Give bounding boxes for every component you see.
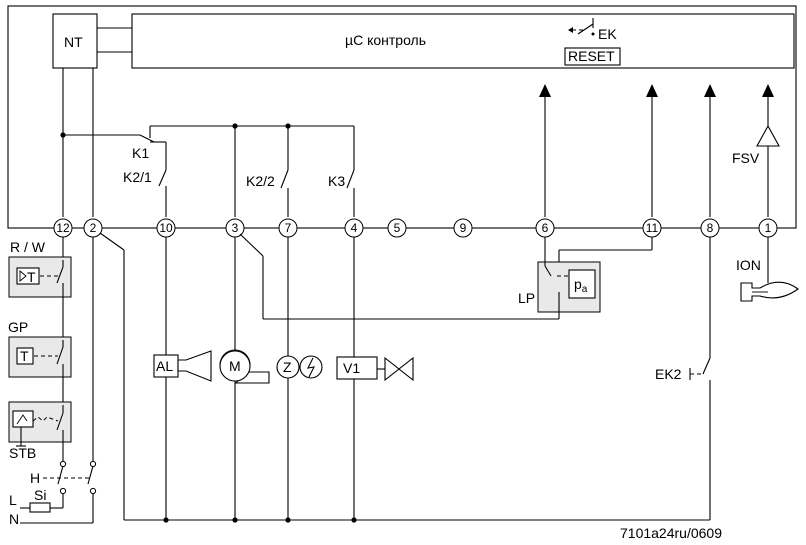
svg-text:5: 5 <box>394 221 401 235</box>
terminal-1: 1 <box>758 218 778 238</box>
ion-label: ION <box>736 257 761 273</box>
reset-box <box>564 47 621 66</box>
ek-switch: EK <box>568 18 617 42</box>
drawing-code: 7101a24ru/0609 <box>620 525 722 541</box>
svg-text:12: 12 <box>56 221 70 235</box>
svg-text:3: 3 <box>232 221 239 235</box>
fsv-label: FSV <box>732 150 760 166</box>
k3-label: K3 <box>328 173 345 189</box>
terminal-3: 3 <box>225 218 245 238</box>
svg-text:2: 2 <box>90 221 97 235</box>
k2-1-label: K2/1 <box>123 169 152 185</box>
pa-box <box>568 269 596 299</box>
gp-label: GP <box>8 319 28 335</box>
m-label: M <box>229 358 241 374</box>
svg-text:10: 10 <box>159 221 173 235</box>
nt-block <box>52 13 98 69</box>
terminal-9: 9 <box>453 218 473 238</box>
terminal-10: 10 <box>156 218 176 238</box>
l-label: L <box>9 492 17 508</box>
reset-label: RESET <box>568 48 615 64</box>
svg-text:6: 6 <box>542 221 549 235</box>
svg-text:9: 9 <box>460 221 467 235</box>
rw-t-label: T <box>27 269 36 285</box>
v1-valve <box>336 356 378 380</box>
ek2-label: EK2 <box>655 366 682 382</box>
h-label: H <box>30 470 40 486</box>
svg-text:8: 8 <box>707 221 714 235</box>
terminal-7: 7 <box>278 218 298 238</box>
n-label: N <box>9 511 19 527</box>
terminal-12: 12 <box>53 218 73 238</box>
terminal-8: 8 <box>700 218 720 238</box>
terminal-11: 11 <box>642 218 662 238</box>
terminal-4: 4 <box>344 218 364 238</box>
svg-text:11: 11 <box>646 221 659 235</box>
svg-text:4: 4 <box>351 221 358 235</box>
v1-label: V1 <box>343 360 360 376</box>
terminal-2: 2 <box>83 218 103 238</box>
si-label: Si <box>34 487 46 503</box>
pa-label: pa <box>574 276 588 295</box>
lp-label: LP <box>518 290 535 306</box>
z-label: Z <box>283 359 292 375</box>
svg-text:7: 7 <box>285 221 292 235</box>
svg-text:1: 1 <box>765 221 772 235</box>
nt-label: NT <box>64 34 83 50</box>
terminal-5: 5 <box>387 218 407 238</box>
rw-label: R / W <box>10 239 46 255</box>
controller-label: µC контроль <box>345 32 426 48</box>
terminal-6: 6 <box>535 218 555 238</box>
al-label: AL <box>156 358 173 374</box>
controller-block <box>131 13 795 69</box>
ek-label: EK <box>598 26 617 42</box>
stb-label: STB <box>9 445 36 461</box>
valve-icon <box>384 356 400 382</box>
horn-icon <box>177 350 212 382</box>
si-fuse <box>29 502 51 513</box>
ion-probe-icon <box>740 281 799 302</box>
gp-t-label: T <box>20 348 29 364</box>
k1-label: K1 <box>132 145 149 161</box>
k2-2-label: K2/2 <box>246 173 275 189</box>
